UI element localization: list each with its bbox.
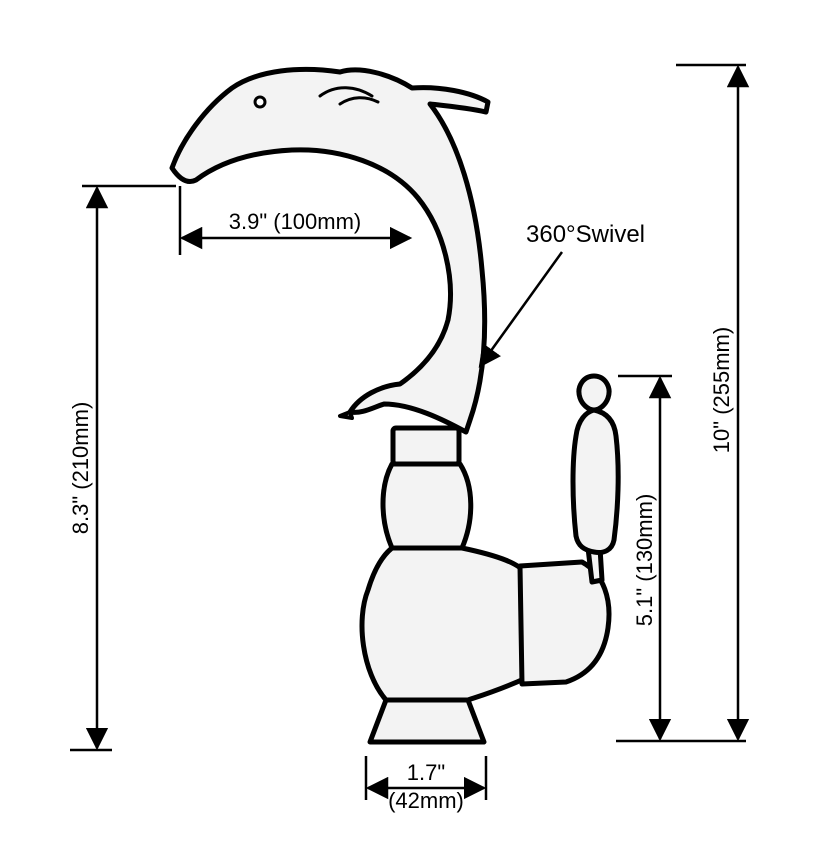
swivel-callout-label: 360°Swivel [526,221,645,248]
dimension-total-height [616,63,750,743]
dimension-spout-height [70,184,176,752]
faucet-illustration [169,66,621,745]
swivel-callout-arrow [478,251,564,368]
dolphin-tail-tip [338,410,354,420]
total-height-label: 10" (255mm) [709,327,734,453]
base-diameter-inch-label: 1.7" [407,760,445,785]
spout-collar [390,425,462,467]
dolphin-eye [253,95,267,109]
spout-height-label: 8.3" (210mm) [68,402,93,535]
handle-grip [570,407,621,555]
handle-height-label: 5.1" (130mm) [632,494,657,627]
dimension-base-diameter [364,756,488,800]
base-diameter-mm-label: (42mm) [388,788,464,813]
dolphin-spout-icon [169,66,491,435]
dolphin-fin [318,86,380,106]
faucet-base [367,697,487,745]
spout-reach-label: 3.9" (100mm) [229,209,362,234]
faucet-upper-body [380,461,474,551]
handle-lever [570,373,621,585]
handle-knob [576,373,612,413]
dimension-handle-height [618,374,672,742]
dimension-spout-reach [178,186,413,255]
faucet-main-body [359,545,529,703]
